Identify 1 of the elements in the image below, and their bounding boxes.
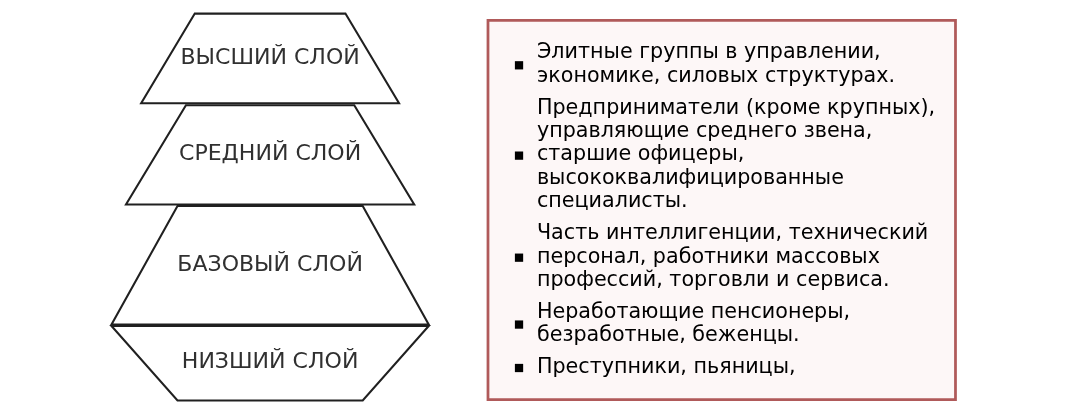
node-box: Элитные группы в управлении, экономике, силовых структурах. Предприниматели (кроме крупных), управляющие среднего звена, старшие офицеры, высококвалифицированные специалисты. Часть интеллигенции, технический персонал, работники массовых профессий, торговли и сервиса. Неработающие пенсионеры, безработные, беженцы. Преступники, пьяницы,	[486, 19, 957, 402]
